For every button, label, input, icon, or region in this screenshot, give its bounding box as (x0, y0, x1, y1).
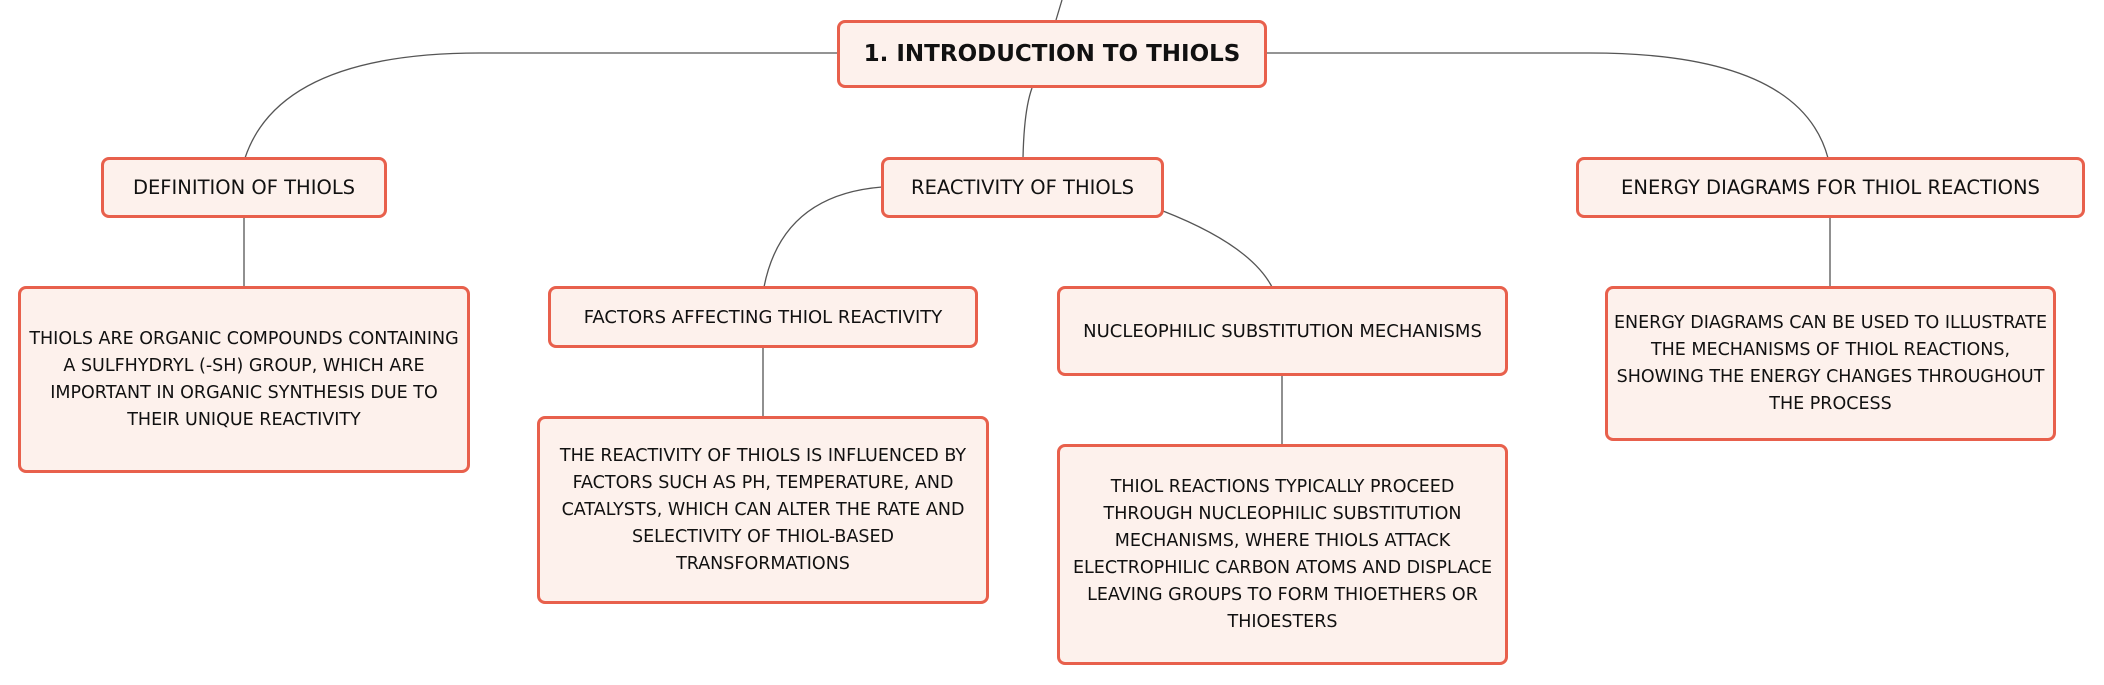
reactivity-node[interactable]: REACTIVITY OF THIOLS (881, 157, 1164, 218)
energy-node-label: ENERGY DIAGRAMS FOR THIOL REACTIONS (1621, 176, 2040, 199)
connector-root-to-definition (244, 52, 838, 159)
definition-node-label: DEFINITION OF THIOLS (132, 176, 356, 199)
definition-detail-node[interactable]: THIOLS ARE ORGANIC COMPOUNDS CONTAINING … (18, 286, 470, 473)
mechanisms-node-label: NUCLEOPHILIC SUBSTITUTION MECHANISMS (1083, 320, 1482, 342)
definition-detail-text: THIOLS ARE ORGANIC COMPOUNDS CONTAINING … (29, 328, 459, 430)
root-node[interactable]: 1. INTRODUCTION TO THIOLS (837, 20, 1267, 88)
connector-root-to-reactivity (1022, 87, 1033, 159)
factors-detail-node[interactable]: THE REACTIVITY OF THIOLS IS INFLUENCED B… (537, 416, 989, 604)
connector-root-to-energy (1265, 52, 1829, 159)
factors-detail-text: THE REACTIVITY OF THIOLS IS INFLUENCED B… (559, 445, 967, 574)
reactivity-node-label: REACTIVITY OF THIOLS (911, 176, 1134, 199)
definition-node[interactable]: DEFINITION OF THIOLS (101, 157, 387, 218)
energy-detail-node[interactable]: ENERGY DIAGRAMS CAN BE USED TO ILLUSTRAT… (1605, 286, 2056, 441)
mechanisms-detail-text: THIOL REACTIONS TYPICALLY PROCEED THROUG… (1072, 476, 1493, 632)
root-node-label: 1. INTRODUCTION TO THIOLS (863, 41, 1241, 67)
connector-parent-to-root (1055, 0, 1063, 21)
connector-reactivity-to-mechanisms (1162, 210, 1273, 288)
mechanisms-node[interactable]: NUCLEOPHILIC SUBSTITUTION MECHANISMS (1057, 286, 1508, 376)
connector-reactivity-to-factors (763, 186, 883, 288)
factors-node-label: FACTORS AFFECTING THIOL REACTIVITY (583, 306, 943, 328)
mechanisms-detail-node[interactable]: THIOL REACTIONS TYPICALLY PROCEED THROUG… (1057, 444, 1508, 665)
factors-node[interactable]: FACTORS AFFECTING THIOL REACTIVITY (548, 286, 978, 348)
energy-node[interactable]: ENERGY DIAGRAMS FOR THIOL REACTIONS (1576, 157, 2085, 218)
energy-detail-text: ENERGY DIAGRAMS CAN BE USED TO ILLUSTRAT… (1613, 312, 2048, 414)
